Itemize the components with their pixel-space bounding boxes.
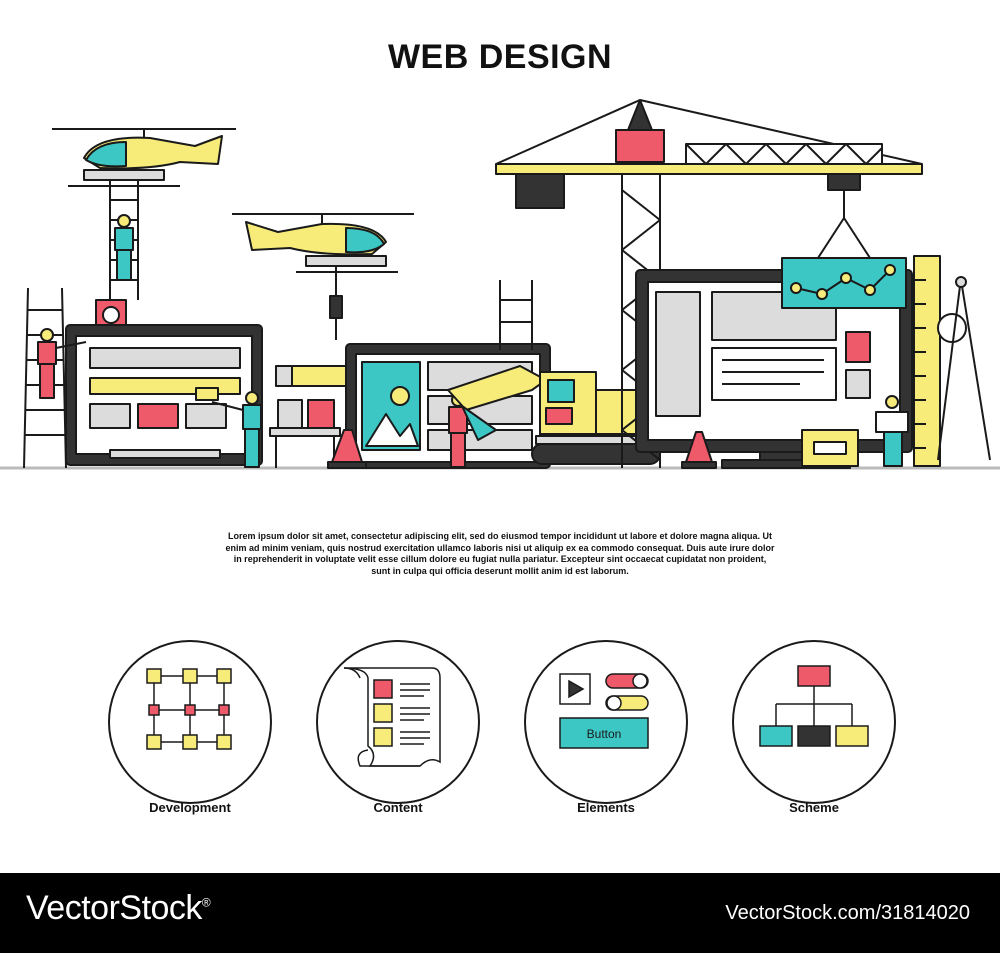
line-chart-sign-icon xyxy=(781,257,907,309)
excavator-icon xyxy=(447,365,661,465)
ui-elements-icon: Button xyxy=(524,640,688,804)
document-scroll-icon xyxy=(316,640,480,804)
compass-icon xyxy=(937,276,991,461)
registered-mark: ® xyxy=(201,895,211,910)
helicopter-icon xyxy=(52,128,236,187)
feature-label-scheme: Scheme xyxy=(789,800,839,815)
ladder-icon xyxy=(499,280,533,350)
traffic-cone-icon xyxy=(327,429,367,469)
feature-content xyxy=(314,638,482,806)
feature-label-elements: Elements xyxy=(577,800,635,815)
features-row: Development Content xyxy=(106,638,898,815)
sitemap-icon xyxy=(732,640,896,804)
page-title: WEB DESIGN xyxy=(387,38,613,76)
worker-icon xyxy=(114,214,134,281)
feature-scheme xyxy=(730,638,898,806)
box-icon xyxy=(801,429,859,467)
worker-icon xyxy=(37,328,87,399)
feature-label-development: Development xyxy=(149,800,231,815)
helicopter-icon xyxy=(232,213,414,340)
brand-logo[interactable]: VectorStock® xyxy=(26,889,211,928)
feature-development xyxy=(106,638,274,806)
ruler-icon xyxy=(913,255,941,467)
paint-buckets-icon xyxy=(269,399,341,468)
button-sample-label: Button xyxy=(587,727,622,741)
worker-icon xyxy=(195,387,262,468)
worker-icon xyxy=(448,393,468,468)
image-id-text: VectorStock.com/31814020 xyxy=(725,902,970,924)
worker-icon xyxy=(875,395,909,467)
traffic-cone-icon xyxy=(681,431,717,469)
crane-icon xyxy=(495,99,923,468)
description-text: Lorem ipsum dolor sit amet, consectetur … xyxy=(225,531,775,576)
brand-name: VectorStock xyxy=(26,889,202,927)
grid-nodes-icon xyxy=(108,640,272,804)
construction-illustration xyxy=(0,99,1000,470)
feature-label-content: Content xyxy=(373,800,423,815)
feature-elements: Button xyxy=(522,638,690,806)
footer-bar: VectorStock® VectorStock.com/31814020 xyxy=(0,873,1000,953)
